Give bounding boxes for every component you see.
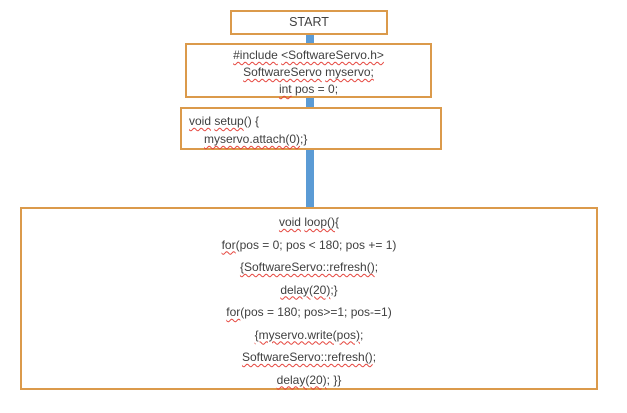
code-token: (pos = 0; pos < 180; pos += 1): [235, 237, 397, 252]
flowchart-box-void-loop: void loop(){for(pos = 0; pos < 180; pos …: [20, 207, 598, 390]
misspelled-token: int: [278, 82, 292, 96]
flow-connector-start-include: [306, 33, 314, 45]
misspelled-token: delay(20): [280, 282, 331, 297]
code-line: void loop(){: [22, 211, 596, 234]
flow-connector-include-setup: [306, 95, 314, 109]
code-line: for(pos = 0; pos < 180; pos += 1): [22, 234, 596, 257]
flowchart-box-void-setup: void setup() {myservo.attach(0);}: [180, 107, 442, 150]
misspelled-token: myservo.attach(0): [204, 132, 301, 146]
code-token: ;}: [330, 282, 338, 297]
misspelled-token: setup: [214, 114, 244, 128]
code-token: ;}: [300, 132, 308, 146]
code-token: ; }}: [326, 372, 342, 387]
misspelled-token: #include: [233, 48, 278, 62]
code-line: myservo.attach(0);}: [189, 130, 440, 148]
misspelled-token: for: [226, 305, 241, 319]
misspelled-token: loop(): [304, 215, 336, 229]
misspelled-token: void: [278, 215, 301, 229]
code-token: ;: [360, 327, 364, 342]
code-line: {SoftwareServo::refresh();: [22, 256, 596, 279]
misspelled-token: delay(20): [276, 372, 327, 387]
flowchart-box-start: START: [230, 10, 388, 35]
misspelled-token: for: [221, 237, 236, 252]
code-line: START: [232, 12, 386, 32]
code-token: (pos = 180; pos>=1; pos-=1): [240, 305, 392, 319]
code-token: ;: [374, 260, 379, 274]
misspelled-token: SoftwareServo::refresh(): [241, 350, 373, 364]
misspelled-token: void: [189, 114, 212, 128]
code-token: ;: [372, 350, 377, 364]
misspelled-token: <SoftwareServo.h>: [281, 48, 384, 62]
flow-connector-setup-loop: [306, 148, 314, 210]
code-line: SoftwareServo myservo;: [187, 64, 430, 81]
code-token: pos = 0;: [291, 82, 339, 96]
code-token: {: [335, 215, 340, 229]
code-token: START: [289, 15, 329, 29]
code-line: int pos = 0;: [187, 81, 430, 98]
code-line: delay(20); }}: [22, 369, 596, 392]
code-line: #include <SoftwareServo.h>: [187, 47, 430, 64]
misspelled-token: {SoftwareServo::refresh(): [239, 260, 375, 274]
misspelled-token: {myservo.write(pos): [254, 327, 360, 342]
code-line: delay(20);}: [22, 279, 596, 302]
misspelled-token: SoftwareServo: [243, 65, 322, 79]
code-line: SoftwareServo::refresh();: [22, 346, 596, 369]
code-line: for(pos = 180; pos>=1; pos-=1): [22, 301, 596, 324]
flowchart-box-include-declarations: #include <SoftwareServo.h>SoftwareServo …: [185, 43, 432, 98]
misspelled-token: myservo;: [325, 65, 374, 79]
code-line: {myservo.write(pos);: [22, 324, 596, 347]
code-line: void setup() {: [189, 112, 440, 130]
code-token: () {: [243, 114, 260, 128]
